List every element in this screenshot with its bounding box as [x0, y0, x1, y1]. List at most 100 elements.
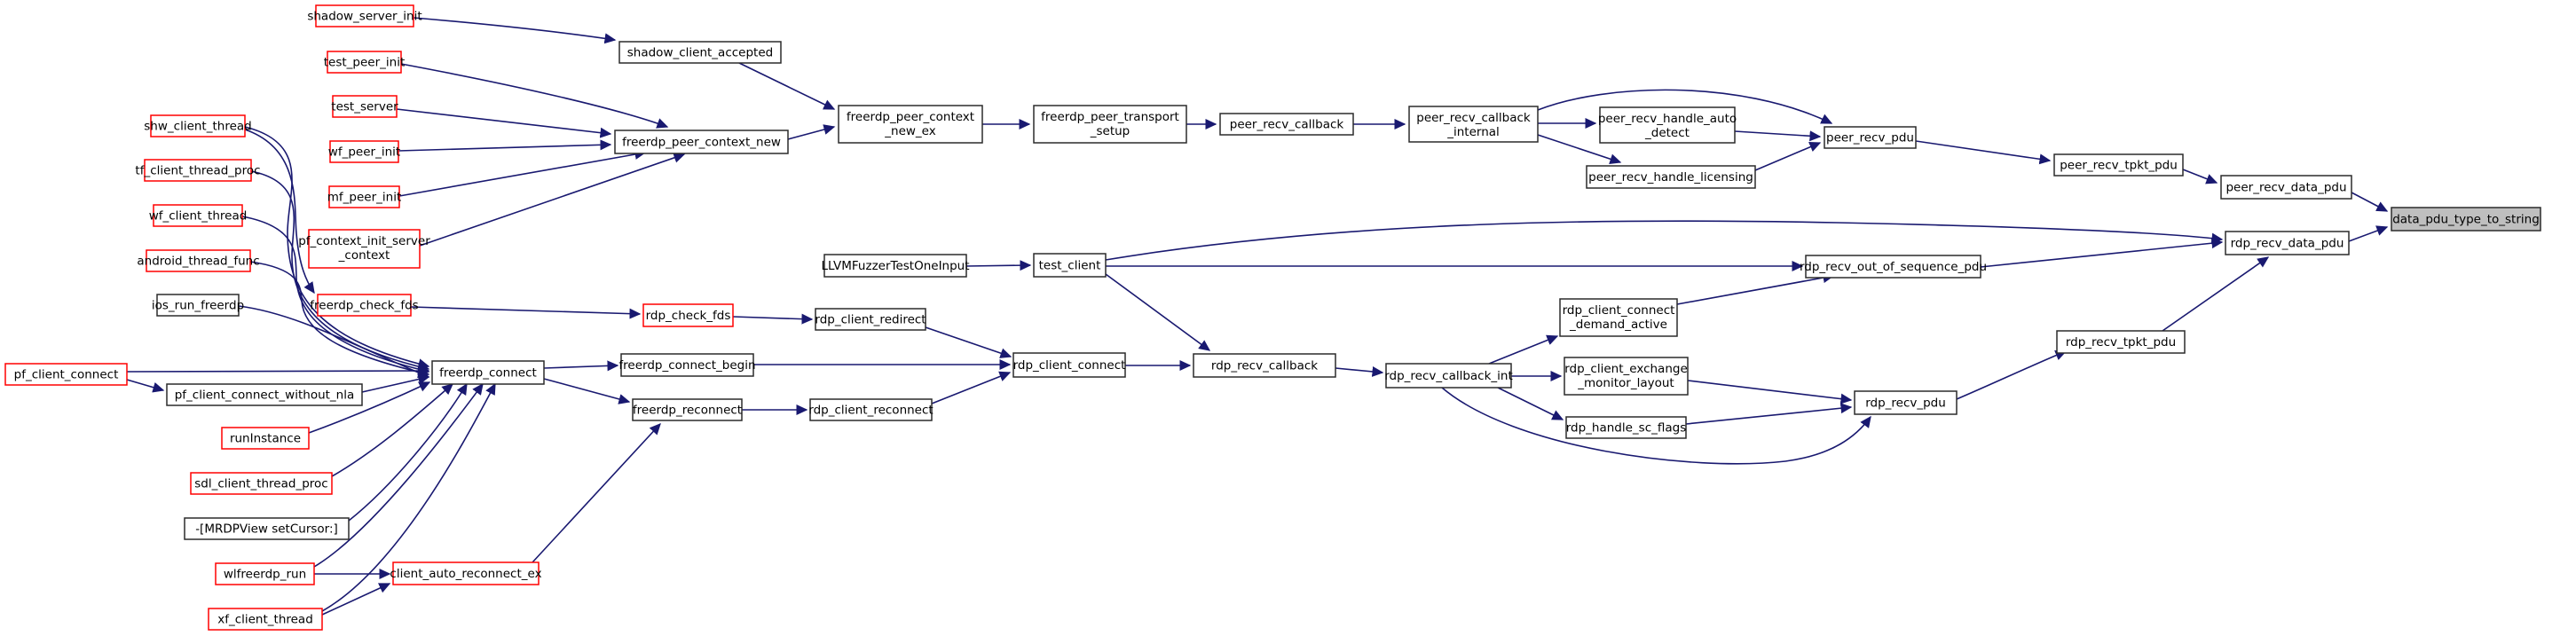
node-box-rdp_recv_tpkt_pdu[interactable] — [2056, 330, 2186, 354]
node-box-test_server[interactable] — [332, 95, 398, 118]
node-mf_peer_init[interactable]: mf_peer_init — [327, 185, 402, 208]
node-LLVMFuzzerTestOneInput[interactable]: LLVMFuzzerTestOneInput — [821, 254, 970, 278]
node-rdp_recv_out_of_sequence_pdu[interactable]: rdp_recv_out_of_sequence_pdu — [1800, 255, 1987, 279]
node-freerdp_peer_transport_setup[interactable]: freerdp_peer_transport_setup — [1033, 105, 1187, 144]
node-test_server[interactable]: test_server — [331, 95, 398, 118]
node-data_pdu_type_to_string[interactable]: data_pdu_type_to_string — [2391, 207, 2541, 232]
node-pf_context_init_server_context[interactable]: pf_context_init_server_context — [298, 229, 430, 269]
node-box-rdp_client_connect[interactable] — [1012, 352, 1126, 378]
node-box-rdp_recv_callback[interactable] — [1193, 353, 1336, 378]
node-box-peer_recv_handle_licensing[interactable] — [1586, 165, 1756, 189]
node-box-mf_peer_init[interactable] — [328, 185, 400, 208]
node-box-LLVMFuzzerTestOneInput[interactable] — [823, 254, 967, 278]
node-box-shadow_server_init[interactable] — [315, 4, 414, 27]
node-shadow_client_accepted[interactable]: shadow_client_accepted — [618, 41, 782, 64]
node-box-peer_recv_pdu[interactable] — [1824, 126, 1917, 149]
node-box-rdp_client_redirect[interactable] — [815, 308, 926, 331]
node-box-peer_recv_tpkt_pdu[interactable] — [2053, 153, 2184, 177]
node-box-rdp_recv_data_pdu[interactable] — [2225, 231, 2350, 255]
node-rdp_recv_data_pdu[interactable]: rdp_recv_data_pdu — [2225, 231, 2350, 255]
node-pf_client_connect_without_nla[interactable]: pf_client_connect_without_nla — [166, 383, 363, 406]
node-box-mrdpview_setcursor[interactable] — [184, 517, 350, 540]
node-box-freerdp_peer_transport_setup[interactable] — [1033, 105, 1187, 144]
node-box-data_pdu_type_to_string[interactable] — [2391, 207, 2541, 232]
node-box-runInstance[interactable] — [221, 427, 310, 450]
node-wf_client_thread[interactable]: wf_client_thread — [149, 204, 248, 227]
node-box-freerdp_peer_context_new_ex[interactable] — [838, 105, 983, 144]
node-xf_client_thread[interactable]: xf_client_thread — [208, 608, 323, 631]
node-wf_peer_init[interactable]: wf_peer_init — [328, 140, 400, 163]
node-box-peer_recv_callback_internal[interactable] — [1408, 106, 1539, 143]
node-box-freerdp_peer_context_new[interactable] — [614, 130, 789, 154]
node-rdp_client_reconnect[interactable]: rdp_client_reconnect — [808, 398, 934, 421]
node-rdp_recv_callback[interactable]: rdp_recv_callback — [1193, 353, 1336, 378]
node-rdp_recv_callback_int[interactable]: rdp_recv_callback_int — [1384, 363, 1513, 389]
node-rdp_check_fds[interactable]: rdp_check_fds — [642, 303, 734, 327]
node-freerdp_connect[interactable]: freerdp_connect — [431, 360, 545, 385]
node-runInstance[interactable]: runInstance — [221, 427, 310, 450]
node-pf_client_connect[interactable]: pf_client_connect — [4, 363, 128, 386]
node-wlfreerdp_run[interactable]: wlfreerdp_run — [215, 562, 315, 585]
node-rdp_recv_pdu[interactable]: rdp_recv_pdu — [1854, 390, 1958, 415]
node-peer_recv_data_pdu[interactable]: peer_recv_data_pdu — [2220, 175, 2352, 200]
node-box-shadow_client_accepted[interactable] — [618, 41, 782, 64]
node-box-xf_client_thread[interactable] — [208, 608, 323, 631]
node-peer_recv_handle_licensing[interactable]: peer_recv_handle_licensing — [1586, 165, 1756, 189]
node-box-wlfreerdp_run[interactable] — [215, 562, 315, 585]
node-freerdp_check_fds[interactable]: freerdp_check_fds — [310, 294, 419, 317]
node-sdl_client_thread_proc[interactable]: sdl_client_thread_proc — [190, 472, 333, 495]
node-box-freerdp_reconnect[interactable] — [632, 398, 743, 421]
node-box-rdp_recv_callback_int[interactable] — [1385, 363, 1512, 389]
node-box-test_client[interactable] — [1033, 253, 1107, 278]
node-freerdp_peer_context_new[interactable]: freerdp_peer_context_new — [614, 130, 789, 154]
node-rdp_client_exchange_monitor_layout[interactable]: rdp_client_exchange_monitor_layout — [1564, 357, 1689, 396]
node-box-wf_peer_init[interactable] — [329, 140, 399, 163]
node-box-tf_client_thread_proc[interactable] — [144, 159, 252, 182]
node-box-rdp_client_connect_demand_active[interactable] — [1559, 298, 1678, 337]
node-box-pf_client_connect[interactable] — [4, 363, 128, 386]
node-box-test_peer_init[interactable] — [327, 51, 402, 74]
node-test_client[interactable]: test_client — [1033, 253, 1107, 278]
node-peer_recv_pdu[interactable]: peer_recv_pdu — [1824, 126, 1917, 149]
node-shadow_server_init[interactable]: shadow_server_init — [307, 4, 422, 27]
node-client_auto_reconnect_ex[interactable]: client_auto_reconnect_ex — [390, 561, 542, 585]
node-box-rdp_handle_sc_flags[interactable] — [1565, 416, 1687, 439]
node-android_thread_func[interactable]: android_thread_func — [137, 249, 260, 272]
node-rdp_recv_tpkt_pdu[interactable]: rdp_recv_tpkt_pdu — [2056, 330, 2186, 354]
node-box-wf_client_thread[interactable] — [153, 204, 243, 227]
node-box-rdp_client_exchange_monitor_layout[interactable] — [1564, 357, 1689, 396]
node-rdp_handle_sc_flags[interactable]: rdp_handle_sc_flags — [1565, 416, 1687, 439]
node-mrdpview_setcursor[interactable]: -[MRDPView setCursor:] — [184, 517, 350, 540]
node-rdp_client_redirect[interactable]: rdp_client_redirect — [815, 308, 926, 331]
node-peer_recv_handle_auto_detect[interactable]: peer_recv_handle_auto_detect — [1598, 106, 1737, 144]
node-box-freerdp_check_fds[interactable] — [317, 294, 412, 317]
node-box-rdp_recv_pdu[interactable] — [1854, 390, 1958, 415]
node-box-ios_run_freerdp[interactable] — [156, 294, 240, 317]
node-freerdp_peer_context_new_ex[interactable]: freerdp_peer_context_new_ex — [838, 105, 983, 144]
node-ios_run_freerdp[interactable]: ios_run_freerdp — [152, 294, 244, 317]
node-box-peer_recv_handle_auto_detect[interactable] — [1599, 106, 1736, 144]
node-box-sdl_client_thread_proc[interactable] — [190, 472, 333, 495]
node-box-peer_recv_callback[interactable] — [1219, 113, 1354, 136]
node-box-android_thread_func[interactable] — [146, 249, 251, 272]
node-box-rdp_client_reconnect[interactable] — [809, 398, 933, 421]
node-box-peer_recv_data_pdu[interactable] — [2220, 175, 2352, 200]
node-box-client_auto_reconnect_ex[interactable] — [392, 561, 540, 585]
node-peer_recv_callback[interactable]: peer_recv_callback — [1219, 113, 1354, 136]
node-tf_client_thread_proc[interactable]: tf_client_thread_proc — [135, 159, 261, 182]
node-shw_client_thread[interactable]: shw_client_thread — [144, 114, 252, 137]
node-box-freerdp_connect[interactable] — [431, 360, 545, 385]
node-peer_recv_tpkt_pdu[interactable]: peer_recv_tpkt_pdu — [2053, 153, 2184, 177]
node-box-freerdp_connect_begin[interactable] — [620, 353, 754, 377]
node-rdp_client_connect_demand_active[interactable]: rdp_client_connect_demand_active — [1559, 298, 1678, 337]
node-box-pf_context_init_server_context[interactable] — [308, 229, 421, 269]
node-box-shw_client_thread[interactable] — [150, 114, 246, 137]
node-freerdp_reconnect[interactable]: freerdp_reconnect — [632, 398, 743, 421]
node-peer_recv_callback_internal[interactable]: peer_recv_callback_internal — [1408, 106, 1539, 143]
node-box-pf_client_connect_without_nla[interactable] — [166, 383, 363, 406]
node-freerdp_connect_begin[interactable]: freerdp_connect_begin — [618, 353, 756, 377]
node-rdp_client_connect[interactable]: rdp_client_connect — [1012, 352, 1126, 378]
node-box-rdp_recv_out_of_sequence_pdu[interactable] — [1805, 255, 1981, 279]
node-test_peer_init[interactable]: test_peer_init — [324, 51, 406, 74]
node-box-rdp_check_fds[interactable] — [642, 303, 734, 327]
